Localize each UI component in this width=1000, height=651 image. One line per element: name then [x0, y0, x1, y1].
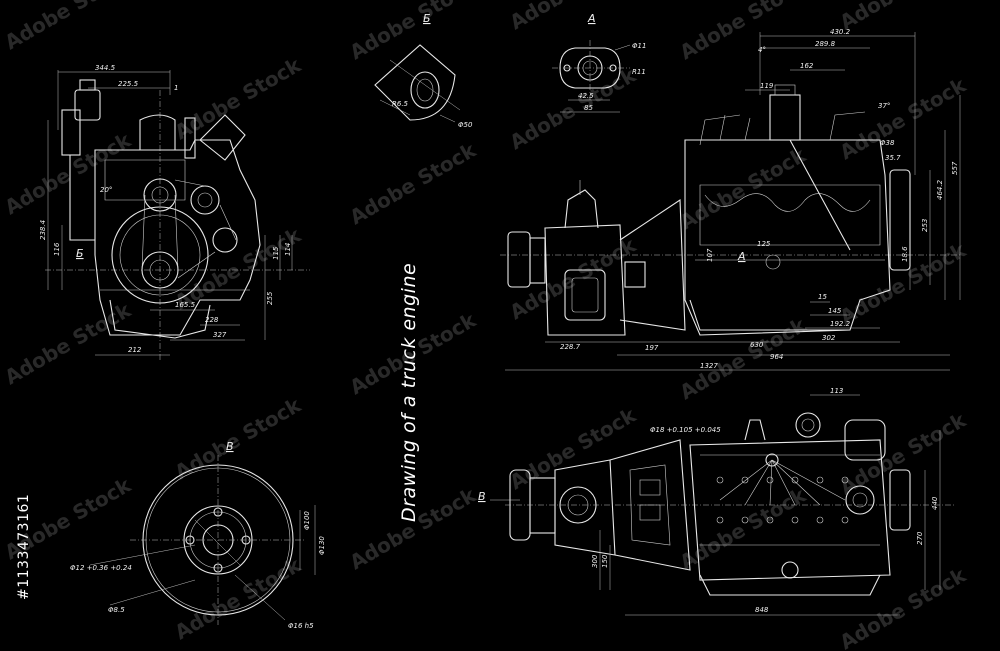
watermark-text: Adobe Stock [836, 408, 971, 500]
dim-label: 192.2 [830, 320, 851, 328]
watermark-text: Adobe Stock [506, 403, 641, 495]
dim-label: 255 [266, 291, 274, 305]
section-mark: B [478, 490, 486, 503]
dim-label: Φ130 [318, 536, 326, 555]
dim-label: 430.2 [830, 28, 851, 36]
dim-label: 964 [770, 353, 783, 361]
watermark-text: Adobe Stock [506, 63, 641, 155]
section-mark: А [737, 250, 746, 263]
section-mark: В [226, 440, 234, 453]
dim-label: 162 [800, 62, 814, 70]
watermark-text: Adobe Stock [346, 0, 481, 64]
dim-label: Φ38 [880, 139, 895, 147]
dim-label: 15 [818, 293, 827, 301]
watermark-text: Adobe Stock [346, 138, 481, 230]
dim-label: 212 [128, 346, 142, 354]
dim-label: 35.7 [885, 154, 901, 162]
dim-label: 37° [878, 102, 890, 110]
detail-b-view: Б R6.5 Φ50 [374, 12, 473, 129]
dim-label: 238.4 [39, 220, 47, 240]
dim-label: 18.6 [901, 246, 909, 262]
dim-label: 228.7 [560, 343, 581, 351]
dim-label: 300 [591, 554, 599, 568]
dim-label: 464.2 [936, 179, 944, 200]
dim-label: 4° [758, 46, 766, 54]
dim-label: 630 [750, 341, 764, 349]
drawing-title: Drawing of a truck engine [398, 263, 420, 522]
section-mark: Б [423, 12, 431, 25]
dim-label: 1327 [700, 362, 718, 370]
dim-label: 440 [931, 496, 939, 510]
dim-label: R11 [632, 68, 646, 76]
dim-label: 113 [830, 387, 843, 395]
pulley-view: В Φ12 +0.36 +0.24 Φ8.5 Φ16 h5 Φ100 Φ130 [70, 440, 326, 630]
dim-label: 197 [645, 344, 659, 352]
dim-label: 85 [584, 104, 593, 112]
dim-label: 115 [272, 246, 280, 260]
dim-label: 107 [706, 248, 714, 262]
dim-label: Φ50 [458, 121, 473, 129]
dim-label: Φ12 +0.36 +0.24 [70, 564, 132, 572]
top-view-engine: B [478, 387, 955, 616]
stock-id-label: #1133473161 [16, 494, 32, 600]
dim-label: 114 [284, 243, 292, 256]
dim-label: Φ18 +0.105 +0.045 [650, 426, 721, 434]
dim-label: 225.5 [118, 80, 139, 88]
dim-label: 165.5 [175, 301, 196, 309]
dim-label: 116 [53, 242, 61, 256]
dim-label: Φ11 [632, 42, 646, 50]
dim-label: Φ16 h5 [288, 622, 314, 630]
dim-label: 327 [213, 331, 227, 339]
dim-label: 150 [601, 554, 609, 568]
watermark-text: Adobe Stock [1, 128, 136, 220]
section-mark: Б [76, 247, 84, 260]
watermark-text: Adobe Stock [1, 298, 136, 390]
dim-label: 289.8 [815, 40, 836, 48]
side-view-engine: 430.2 289.8 4° 162 119 37° Φ38 35.7 557 … [500, 28, 961, 371]
dim-label: 42.5 [578, 92, 594, 100]
dim-label: 145 [828, 307, 842, 315]
dim-label: Φ100 [303, 511, 311, 530]
watermark-text: Adobe Stock [836, 0, 971, 34]
front-view-engine: 344.5 225.5 1 238.4 116 115 114 165.5 22… [39, 64, 310, 360]
dim-label: Φ8.5 [108, 606, 125, 614]
dim-label: 557 [951, 161, 959, 175]
dim-label: 20° [100, 186, 112, 194]
watermark-text: Adobe Stock [506, 0, 641, 34]
detail-a-view: Φ11 А Φ11 R11 42.5 85 [552, 12, 646, 113]
section-mark: А [587, 12, 596, 25]
dim-label: 228 [205, 316, 219, 324]
watermark-text: Adobe Stock [836, 73, 971, 165]
dim-label: 344.5 [95, 64, 116, 72]
dim-label: 270 [916, 531, 924, 545]
dim-label: 253 [921, 219, 929, 232]
dim-label: 125 [757, 240, 771, 248]
watermark-text: Adobe Stock [676, 0, 811, 64]
watermark-text: Adobe Stock [676, 143, 811, 235]
watermark-text: Adobe Stock [171, 53, 306, 145]
dim-label: 1 [174, 84, 178, 92]
dim-label: R6.5 [392, 100, 409, 108]
dim-label: 848 [755, 606, 769, 614]
dim-label: 302 [822, 334, 836, 342]
dim-label: 119 [760, 82, 774, 90]
watermark-text: Adobe Stock [1, 0, 136, 54]
watermark-layer: Adobe Stock Adobe Stock Adobe Stock Adob… [1, 0, 971, 651]
